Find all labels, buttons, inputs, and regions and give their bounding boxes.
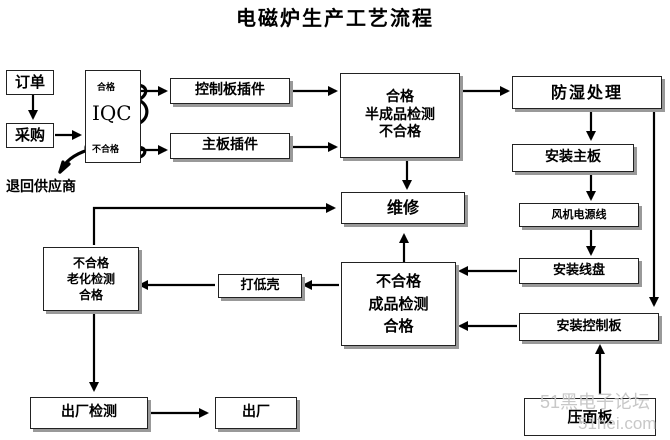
repair-box: 维修	[341, 192, 465, 224]
install-coil-plate-box: 安装线盘	[519, 258, 639, 284]
semi-check-fail: 不合格	[379, 124, 421, 141]
fan-power-cable-box: 风机电源线	[519, 203, 639, 227]
iqc-label: IQC	[92, 101, 132, 125]
finished-check-title: 成品检测	[368, 294, 429, 313]
press-panel-box: 压面板	[524, 398, 656, 436]
aging-check-title: 老化检测	[66, 271, 115, 286]
purchase-box: 采购	[6, 123, 54, 148]
aging-check-box: 不合格 老化检测 合格	[43, 247, 139, 311]
aging-check-fail: 不合格	[72, 255, 109, 270]
install-control-board-box: 安装控制板	[519, 313, 659, 341]
aging-check-pass: 合格	[78, 288, 103, 303]
factory-check-box: 出厂检测	[30, 397, 148, 429]
iqc-pass-label: 合格	[97, 83, 116, 93]
return-supplier-label: 退回供应商	[6, 179, 76, 195]
watermark-line2: 51hei.com	[578, 414, 657, 433]
order-box: 订单	[6, 70, 54, 95]
main-board-insert-box: 主板插件	[170, 133, 290, 159]
control-board-insert-box: 控制板插件	[170, 78, 290, 104]
iqc-box	[85, 70, 141, 163]
shipment-box: 出厂	[215, 397, 297, 429]
moisture-proof-box: 防湿处理	[512, 76, 662, 109]
install-main-board-box: 安装主板	[512, 144, 634, 172]
finished-check-box: 不合格 成品检测 合格	[341, 262, 456, 346]
semi-check-title: 半成品检测	[365, 106, 435, 123]
semi-check-pass: 合格	[386, 89, 414, 106]
watermark-line1: 51黑电子论坛	[540, 392, 651, 412]
diagram-title: 电磁炉生产工艺流程	[236, 6, 434, 30]
finished-check-pass: 合格	[383, 317, 414, 336]
low-shell-box: 打低壳	[218, 274, 302, 298]
iqc-fail-label: 不合格	[92, 145, 120, 155]
finished-check-fail: 不合格	[375, 272, 421, 291]
semi-check-box: 合格 半成品检测 不合格	[340, 73, 460, 158]
